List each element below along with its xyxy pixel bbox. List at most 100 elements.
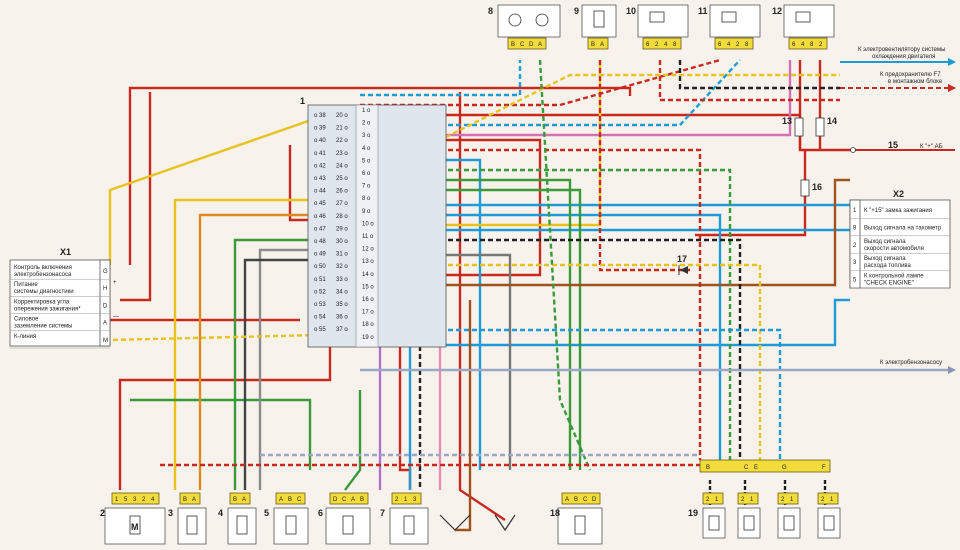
x1-pin-M: M [103,338,108,344]
x1-pin-G: G [103,269,108,275]
ecu-pin-48: o 48 [314,239,326,245]
x2-pin-8: 8 [853,225,857,231]
ecu-block: 1 o 38o 39o 40o 41o 42o 43o 44o 45o 46o … [300,96,447,348]
injector-connector [737,492,759,505]
wire-green-dashed [538,59,592,471]
x1-pin-D: D [103,303,108,309]
x1-row-label: заземление системы [14,324,72,330]
relay-12-coil-icon [795,11,811,23]
x1-row-label: Корректировка угла [14,299,70,305]
wire-black-dashed [360,238,742,460]
component-number: 18 [550,508,560,518]
connector-pins [587,37,609,50]
arrow-head-pump [948,366,956,374]
wire-green [130,398,312,470]
ecu-pin-30: 30 o [336,239,348,245]
injector-bus-connector [699,459,831,473]
component-pin-4: 4 [151,497,155,503]
injector-connector [702,492,724,505]
ecu-pin-33: 33 o [336,277,348,283]
connector-pin-8: 8 [673,42,677,48]
connector-pin-6: 6 [792,42,796,48]
injector-pin-1: 1 [750,497,754,503]
component-connector [329,492,369,505]
wire-blue-dashed [360,59,741,127]
ecu-pin-53: o 53 [314,302,326,308]
component-connector [391,492,422,505]
x1-pin-A: A [103,321,107,327]
injector-icon [708,515,720,531]
component-pin-3: 3 [413,497,417,503]
wire-blue-dashed [360,60,522,97]
wire-yellow-dashed [109,333,319,342]
x1-row-label: опережения зажигания* [14,306,81,312]
relay-12-body [783,4,835,38]
injector-icon [823,515,835,531]
ecu-pin-51: o 51 [314,277,326,283]
label-ab: К "+" АБ [920,144,943,150]
ecu-number: 1 [300,96,305,106]
component-pin-3: 3 [133,497,137,503]
component-element-icon [403,515,415,535]
injector-icon [743,515,755,531]
x2-row-label: скорости автомобиля [864,246,924,252]
ecu-pin-34: 34 o [336,289,348,295]
component-pin-D: D [592,497,597,503]
relay-10-body [637,4,689,38]
component-element-icon [236,515,248,535]
wire-black [243,258,318,490]
ecu-pin-43: o 43 [314,176,326,182]
bus-pin-F: F [822,465,826,471]
label-fuse-1: К предохранителю F7 [880,72,941,78]
injector-body [817,507,841,539]
ecu-pin-31: 31 o [336,252,348,258]
ground-symbol [439,514,471,531]
connector-pins [642,37,682,50]
ecu-pin-24: 24 o [336,163,348,169]
inline-components: 13 14 16 17 [677,116,837,275]
connector-pin-B: B [511,42,515,48]
component-connector [561,492,601,505]
connector-pin-D: D [529,42,534,48]
ecu-pin-23: 23 o [336,151,348,157]
bus-pin-C: C [744,465,749,471]
wire-red-dashed [360,148,702,460]
label-fan-2: охлаждения двигателя [872,54,935,60]
ecu-pin-4: 4 o [362,146,371,152]
component-pin-1: 1 [115,497,119,503]
component-pin-A: A [279,497,283,503]
ecu-left-pins: o 38o 39o 40o 41o 42o 43o 44o 45o 46o 47… [314,113,326,333]
component-number: 7 [380,508,385,518]
component-pin-A: A [192,497,196,503]
connector-pins [507,37,547,50]
injector-pin-2: 2 [781,497,785,503]
ecu-pin-19: 19 o [362,335,374,341]
wire-yellow [108,108,341,265]
component-element-icon [285,515,297,535]
sensor-8-coil-icon [508,13,522,27]
arrow-head-fan [948,58,956,66]
component-pin-B: B [574,497,578,503]
ecu-pin-32: 32 o [336,264,348,270]
ecu-pin-13: 13 o [362,259,374,265]
connector-pin-8: 8 [745,42,749,48]
ecu-pin-38: o 38 [314,113,326,119]
ecu-pin-14: 14 o [362,272,374,278]
x1-title: X1 [60,247,71,257]
x2-pin-3: 3 [853,260,857,266]
injector-pin-1: 1 [790,497,794,503]
component-pin-A: A [351,497,355,503]
wire-yellow-dashed [360,263,762,460]
component-pin-2: 2 [395,497,399,503]
component-number: 4 [218,508,223,518]
ground-symbols [439,514,516,532]
component-pin-D: D [333,497,338,503]
ecu-pin-9: 9 o [362,209,371,215]
